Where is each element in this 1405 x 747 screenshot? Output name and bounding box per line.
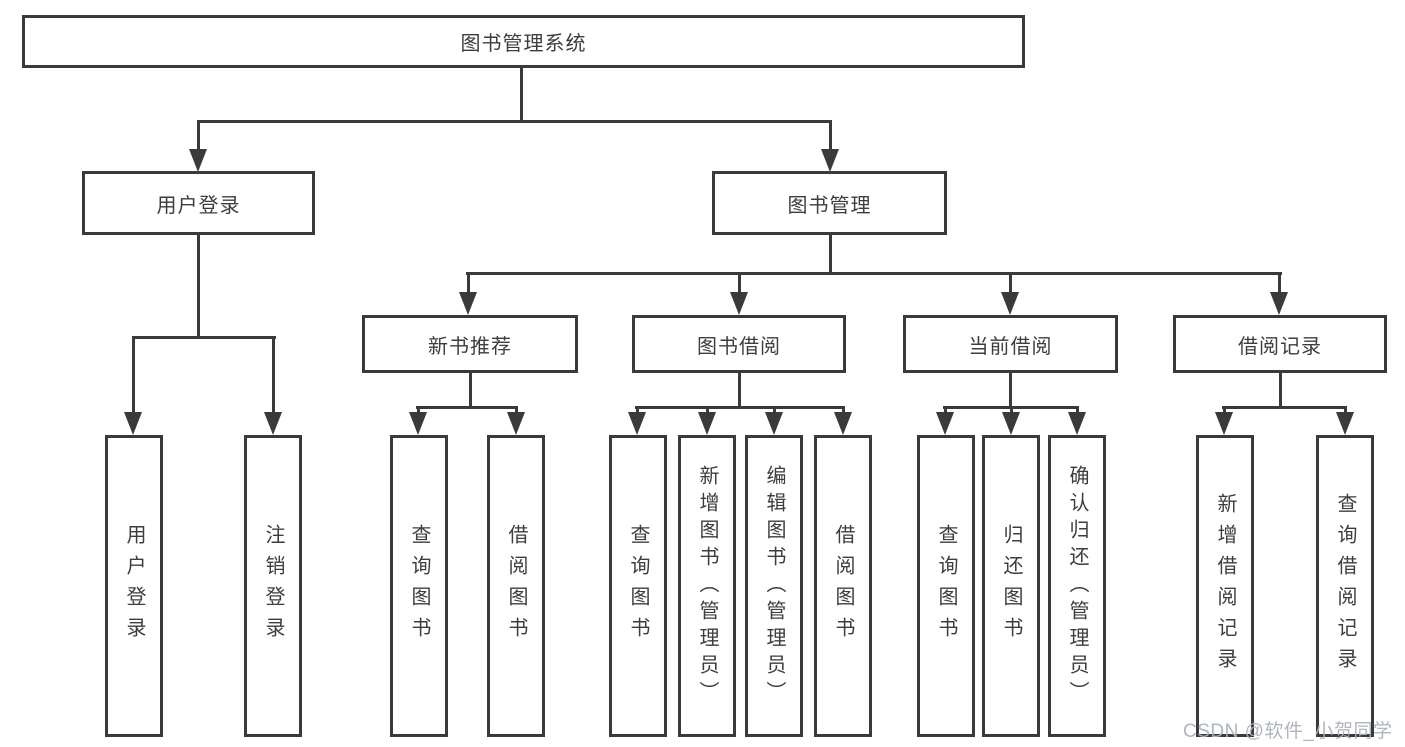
connector-line [469,372,472,409]
arrowhead-icon [821,149,839,172]
node-label: 注销登录 [262,524,284,648]
connector-line [1222,406,1347,409]
connector-line [515,406,518,415]
leaf-query-book-borrow: 查询图书 [609,435,667,737]
node-label: 新书推荐 [428,335,512,358]
arrowhead-icon [628,412,646,435]
arrowhead-icon [1001,292,1019,315]
connector-line [842,406,845,415]
connector-line [197,233,200,339]
connector-line [467,272,470,294]
connector-line [272,336,275,414]
arrowhead-icon [730,292,748,315]
node-label: 查询图书 [627,524,649,648]
node-label: 归还图书 [1000,524,1022,648]
connector-line [1279,372,1282,409]
node-new-book-recommend: 新书推荐 [362,315,578,373]
connector-line [416,406,518,409]
connector-line [466,272,1282,275]
arrowhead-icon [507,412,525,435]
leaf-query-borrow-record: 查询借阅记录 [1316,435,1374,737]
arrowhead-icon [459,292,477,315]
connector-line [197,120,832,123]
connector-line [944,406,947,415]
leaf-query-book-recommend: 查询图书 [390,435,448,737]
connector-line [1344,406,1347,415]
connector-line [417,406,420,415]
leaf-query-book-current: 查询图书 [917,435,975,737]
connector-line [520,66,523,123]
connector-line [636,406,639,415]
arrowhead-icon [698,412,716,435]
connector-line [738,372,741,409]
arrowhead-icon [834,412,852,435]
leaf-confirm-return-admin: 确认归还（管理员） [1048,435,1106,737]
node-label: 新增借阅记录 [1214,493,1236,679]
connector-line [1076,406,1079,415]
connector-line [738,272,741,294]
node-current-borrow: 当前借阅 [903,315,1118,373]
connector-line [829,120,832,153]
node-user-login: 用户登录 [82,171,315,235]
node-label: 借阅记录 [1238,335,1322,358]
arrowhead-icon [189,149,207,172]
node-label: 新增图书（管理员） [696,464,718,708]
connector-line [1278,272,1281,294]
node-book-borrow: 图书借阅 [632,315,846,373]
arrowhead-icon [1336,412,1354,435]
arrowhead-icon [765,412,783,435]
node-label: 查询图书 [408,524,430,648]
connector-line [1009,372,1012,409]
node-book-management: 图书管理 [712,171,947,235]
node-borrow-record: 借阅记录 [1173,315,1387,373]
node-label: 用户登录 [156,194,241,217]
connector-line [1009,272,1012,294]
node-label: 图书管理系统 [460,33,587,55]
connector-line [773,406,776,415]
arrowhead-icon [409,412,427,435]
connector-line [197,120,200,153]
node-system-root: 图书管理系统 [22,15,1025,68]
leaf-edit-book-admin: 编辑图书（管理员） [745,435,803,737]
connector-line [1010,406,1013,415]
node-label: 查询借阅记录 [1334,493,1356,679]
arrowhead-icon [1002,412,1020,435]
connector-line [706,406,709,415]
leaf-add-book-admin: 新增图书（管理员） [678,435,736,737]
node-label: 图书借阅 [697,335,781,358]
arrowhead-icon [936,412,954,435]
leaf-logout: 注销登录 [244,435,302,737]
csdn-watermark: CSDN @软件_小贺同学 [1183,721,1393,742]
node-label: 借阅图书 [832,524,854,648]
arrowhead-icon [1068,412,1086,435]
arrowhead-icon [1270,292,1288,315]
leaf-return-book: 归还图书 [982,435,1040,737]
connector-line [132,336,276,339]
node-label: 编辑图书（管理员） [763,464,785,708]
node-label: 当前借阅 [968,335,1053,358]
leaf-user-login: 用户登录 [105,435,163,737]
arrowhead-icon [124,412,142,435]
node-label: 图书管理 [787,194,872,217]
connector-line [1223,406,1226,415]
node-label: 确认归还（管理员） [1066,464,1088,708]
arrowhead-icon [1215,412,1233,435]
connector-line [635,406,845,409]
arrowhead-icon [264,412,282,435]
node-label: 借阅图书 [505,524,527,648]
connector-line [829,233,832,275]
leaf-add-borrow-record: 新增借阅记录 [1196,435,1254,737]
node-label: 查询图书 [935,524,957,648]
leaf-borrow-book: 借阅图书 [814,435,872,737]
node-label: 用户登录 [123,524,145,648]
connector-line [132,336,135,414]
leaf-borrow-book-recommend: 借阅图书 [487,435,545,737]
